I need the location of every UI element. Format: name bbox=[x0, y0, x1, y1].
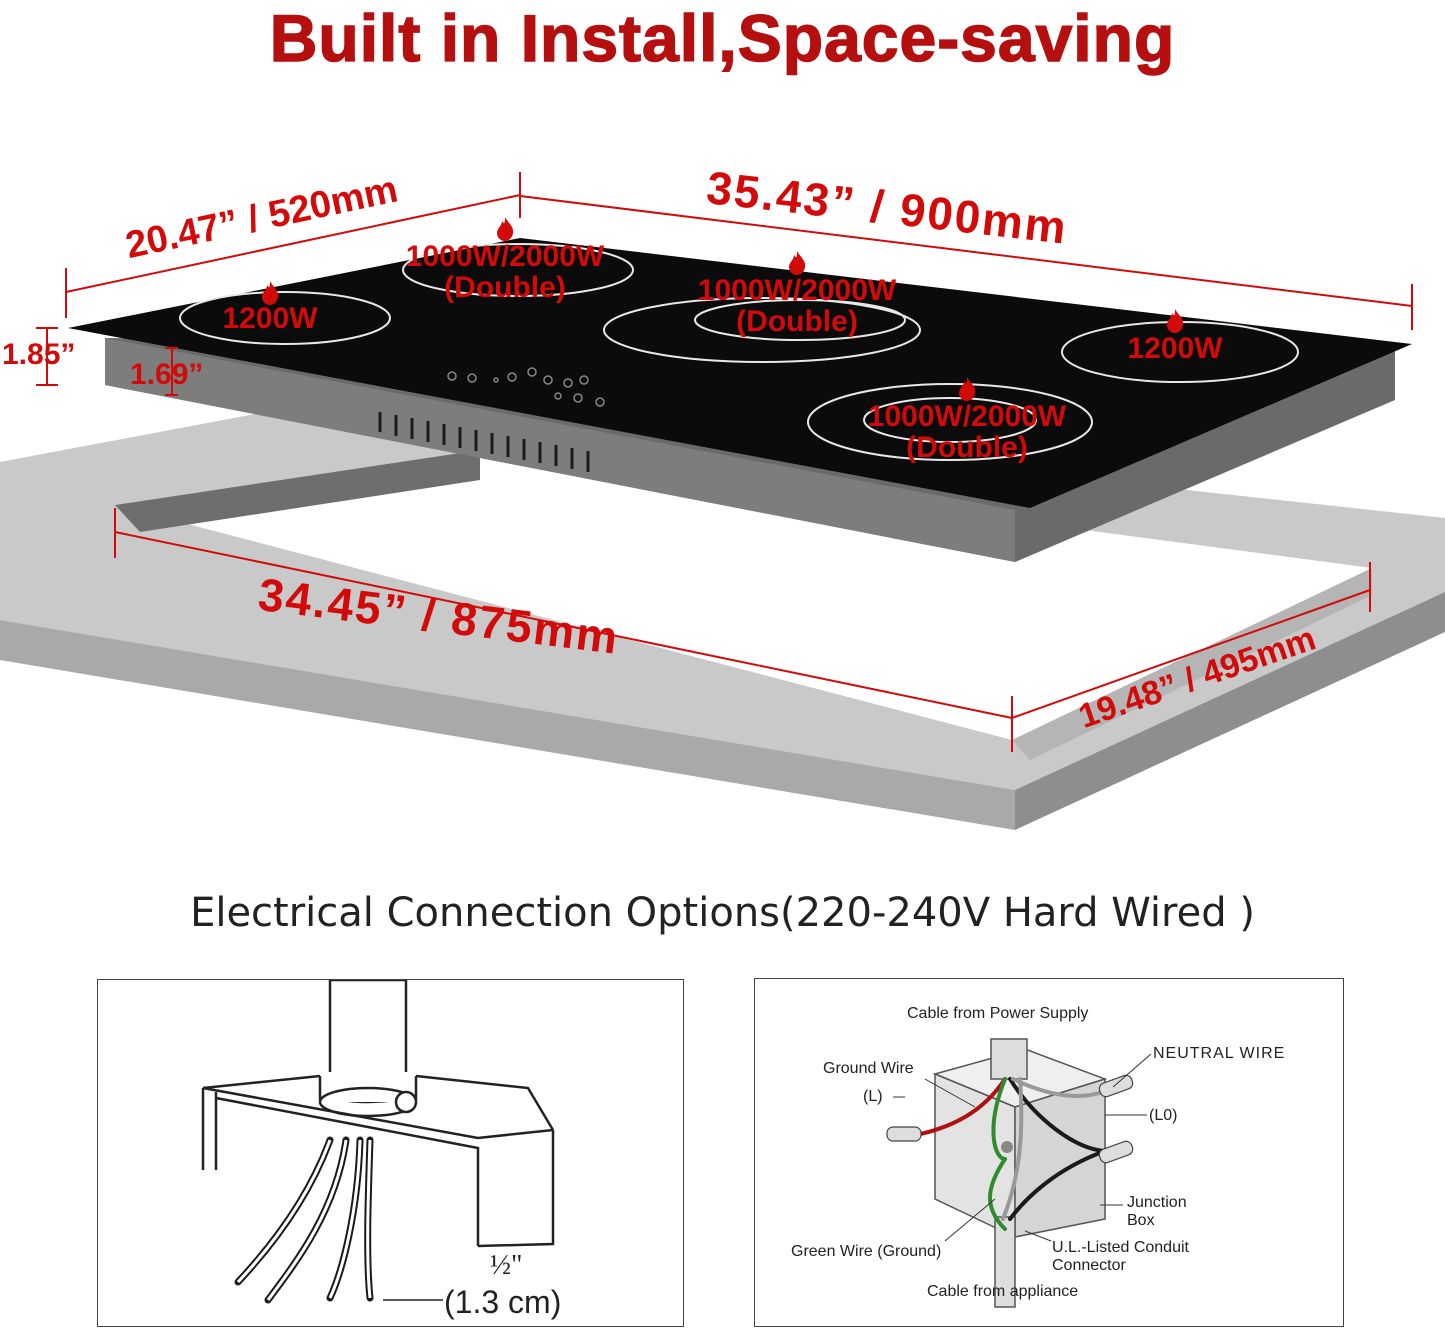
countertop-front bbox=[0, 620, 1015, 830]
conduit-label-line1: U.L.-Listed Conduit bbox=[1052, 1239, 1189, 1256]
zone-right: 1200W bbox=[1075, 308, 1275, 364]
l-label: (L) bbox=[863, 1088, 883, 1105]
countertop-cutout bbox=[115, 450, 1372, 740]
countertop-side bbox=[1015, 592, 1445, 830]
vent-slots bbox=[378, 412, 590, 472]
zone-rear-left: 1000W/2000W (Double) bbox=[380, 216, 630, 304]
fraction-label: ½" bbox=[490, 1250, 523, 1281]
touch-controls bbox=[447, 367, 605, 407]
zone-power: 1000W/2000W bbox=[867, 399, 1067, 433]
cable-bottom-label: Cable from appliance bbox=[927, 1283, 1079, 1300]
green-wire-label: Green Wire (Ground) bbox=[791, 1243, 942, 1260]
flame-icon bbox=[959, 377, 976, 401]
zone-power: 1000W/2000W bbox=[697, 273, 897, 307]
flame-icon bbox=[262, 281, 279, 305]
zone-mode: (Double) bbox=[736, 305, 858, 339]
ground-wire-label: Ground Wire bbox=[823, 1060, 914, 1077]
zone-front-left: 1200W bbox=[170, 280, 370, 334]
metric-label: (1.3 cm) bbox=[444, 1284, 562, 1320]
junction-box-illustration bbox=[886, 1038, 1152, 1308]
wire-strip-diagram: ½" (1.3 cm) bbox=[97, 979, 684, 1327]
height-body-label: 1.69” bbox=[130, 358, 204, 391]
wire-strip-illustration bbox=[201, 980, 555, 1304]
junction-label-line2: Box bbox=[1127, 1212, 1155, 1229]
flame-icon bbox=[789, 251, 806, 275]
neutral-wire-label: NEUTRAL WIRE bbox=[1153, 1045, 1286, 1062]
zone-center: 1000W/2000W (Double) bbox=[672, 250, 922, 338]
junction-box-diagram: Cable from Power Supply Ground Wire (L) … bbox=[754, 978, 1344, 1327]
height-total-label: 1.85” bbox=[2, 338, 76, 371]
zone-power: 1000W/2000W bbox=[405, 239, 605, 273]
burner-rings bbox=[179, 243, 1299, 461]
zone-front-right: 1000W/2000W (Double) bbox=[842, 376, 1092, 464]
flame-icon bbox=[1167, 309, 1184, 333]
zone-power: 1200W bbox=[1127, 331, 1223, 365]
cable-top-label: Cable from Power Supply bbox=[907, 1005, 1089, 1022]
l0-label: (L0) bbox=[1149, 1107, 1178, 1124]
zone-mode: (Double) bbox=[906, 431, 1028, 465]
zone-mode: (Double) bbox=[444, 271, 566, 305]
dimension-lines bbox=[36, 172, 1413, 752]
zone-power: 1200W bbox=[222, 301, 318, 335]
page-title: Built in Install,Space-saving bbox=[269, 0, 1176, 76]
cooktop-illustration bbox=[0, 172, 1445, 830]
conduit-label-line2: Connector bbox=[1052, 1257, 1126, 1274]
flame-icon bbox=[497, 217, 514, 241]
junction-label-line1: Junction bbox=[1127, 1194, 1187, 1211]
electrical-subtitle: Electrical Connection Options(220-240V H… bbox=[190, 890, 1255, 936]
